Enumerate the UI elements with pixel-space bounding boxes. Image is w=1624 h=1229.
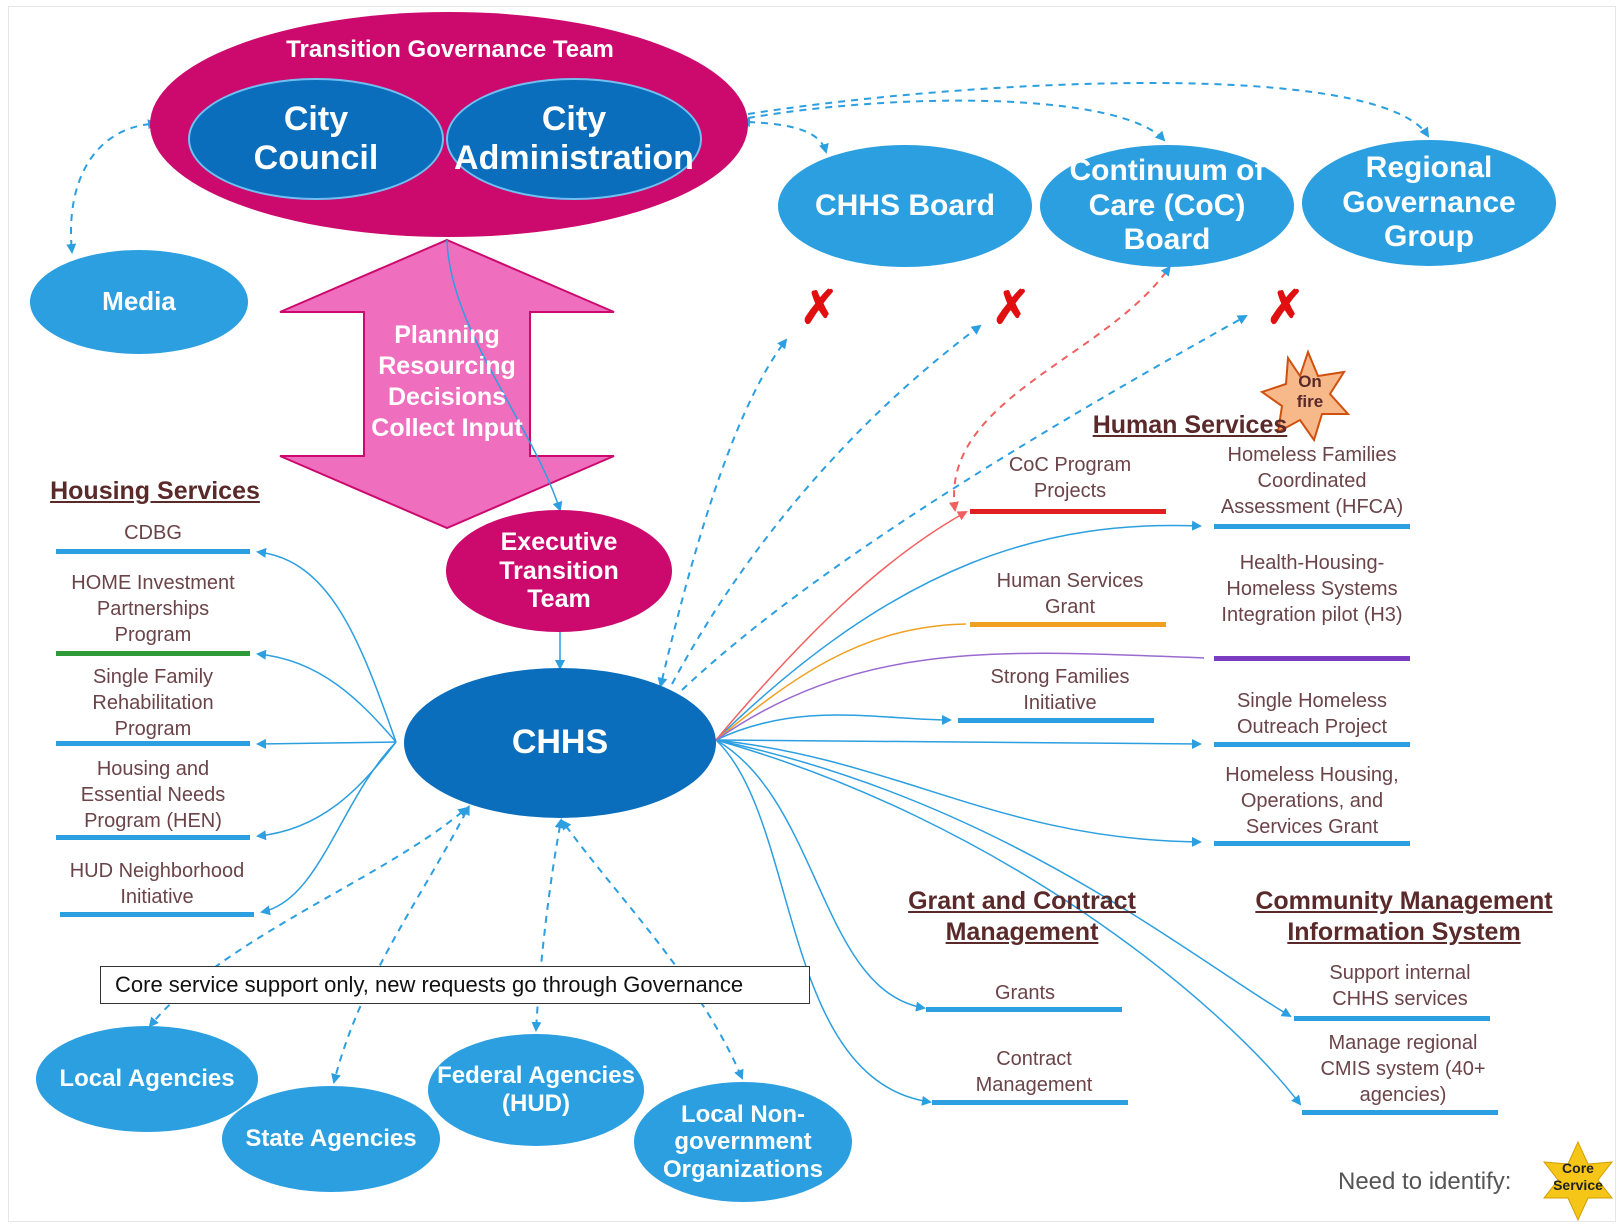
housing-item-underline: [56, 741, 250, 746]
housing-item-label: HOME Investment Partnerships Program: [71, 572, 235, 646]
human-right-item-label: Health-Housing-Homeless Systems Integrat…: [1221, 552, 1403, 626]
human-right-item-underline: [1214, 841, 1410, 846]
state-agencies[interactable]: State Agencies: [222, 1086, 440, 1192]
local-agencies[interactable]: Local Agencies: [36, 1026, 258, 1132]
human-right-item-underline: [1214, 524, 1410, 529]
on-fire-star-shape: [1259, 349, 1351, 443]
core-service-note: Core service support only, new requests …: [100, 966, 810, 1004]
x-mark-coc-board: ✗: [992, 281, 1031, 333]
human-left-item-label: Strong Families Initiative: [990, 666, 1130, 714]
cmis-item-label: Manage regional CMIS system (40+ agencie…: [1320, 1032, 1486, 1106]
human-services-heading: Human Services: [1092, 411, 1288, 439]
housing-item-label: Single Family Rehabilitation Program: [92, 666, 214, 740]
legend-text: Need to identify:: [1338, 1168, 1512, 1195]
hsg-link: [715, 623, 967, 741]
human-right-item-underline: [1214, 742, 1410, 747]
human-left-item-underline: [970, 622, 1166, 627]
chhs-board[interactable]: CHHS Board: [778, 145, 1032, 267]
human-left-item-label: CoC Program Projects: [1008, 454, 1132, 502]
diagram-border: [8, 6, 1616, 1222]
executive-transition-team[interactable]: Executive Transition Team: [446, 510, 672, 632]
x-mark-regional: ✗: [1266, 281, 1305, 333]
planning-arrow-shape: [279, 238, 615, 530]
housing-item-label: Housing and Essential Needs Program (HEN…: [80, 758, 226, 832]
cmis-item-label: Support internal CHHS services: [1329, 962, 1471, 1010]
core-service-badge: Core Service: [1553, 1160, 1603, 1193]
city-council[interactable]: City Council: [188, 78, 444, 200]
grant-item-label: Contract Management: [975, 1048, 1093, 1096]
city-administration[interactable]: City Administration: [446, 78, 702, 200]
housing-item-underline: [56, 835, 250, 840]
coc-program-link: [715, 511, 968, 741]
cmis-heading: Community Management Information System: [1255, 887, 1553, 947]
housing-item-underline: [56, 549, 250, 554]
grant-item-label: Grants: [994, 982, 1056, 1004]
grant-item-underline: [926, 1007, 1122, 1012]
arrow-line-planning: Planning: [394, 321, 500, 349]
housing-item-label: CDBG: [124, 522, 182, 544]
chhs[interactable]: CHHS: [404, 668, 716, 818]
regional-governance-group[interactable]: Regional Governance Group: [1302, 140, 1556, 266]
grant-item-underline: [932, 1100, 1128, 1105]
governance-links: [66, 82, 1430, 1084]
cmis-item-underline: [1302, 1110, 1498, 1115]
housing-services-heading: Housing Services: [50, 477, 260, 505]
human-right-item-underline: [1214, 656, 1410, 661]
coc-board[interactable]: Continuum of Care (CoC) Board: [1040, 145, 1294, 267]
housing-item-underline: [60, 912, 254, 917]
coc-link: [948, 265, 1171, 512]
solid-links: [256, 239, 1302, 1106]
housing-item-label: HUD Neighborhood Initiative: [69, 860, 245, 908]
human-left-item-underline: [970, 509, 1166, 514]
human-right-item-label: Single Homeless Outreach Project: [1236, 690, 1388, 738]
h3-link: [715, 652, 1205, 741]
human-left-item-label: Human Services Grant: [996, 570, 1144, 618]
human-right-item-label: Homeless Housing, Operations, and Servic…: [1225, 764, 1399, 838]
arrow-line-decisions: Decisions: [387, 383, 507, 411]
arrow-line-resourcing: Resourcing: [378, 352, 516, 380]
planning-arrow-text: Planning Resourcing Decisions Collect In…: [350, 320, 544, 444]
human-left-item-underline: [958, 718, 1154, 723]
on-fire-badge: On fire: [1296, 372, 1324, 411]
grant-contract-heading: Grant and Contract Management: [908, 887, 1136, 947]
core-service-star-shape: [1542, 1140, 1614, 1222]
governance-title: Transition Governance Team: [286, 36, 614, 63]
arrow-line-collect-input: Collect Input: [371, 414, 523, 442]
cmis-item-underline: [1294, 1016, 1490, 1021]
federal-agencies[interactable]: Federal Agencies (HUD): [428, 1034, 644, 1146]
housing-item-underline: [56, 651, 250, 656]
local-ngo[interactable]: Local Non-government Organizations: [634, 1082, 852, 1202]
human-right-item-label: Homeless Families Coordinated Assessment…: [1220, 444, 1404, 518]
media[interactable]: Media: [30, 250, 248, 354]
x-mark-chhs-board: ✗: [800, 281, 839, 333]
